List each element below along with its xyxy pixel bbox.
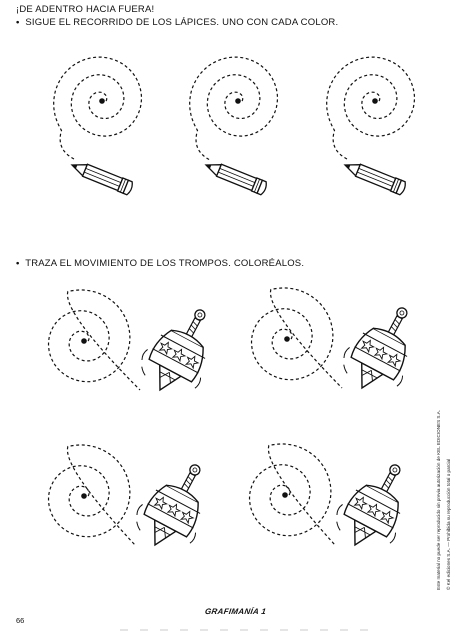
bullet: • bbox=[16, 17, 20, 28]
pencil-icon bbox=[202, 157, 269, 197]
dotted-spiral-icon bbox=[248, 443, 336, 546]
brand-logo: GRAFIMANÍA 1 bbox=[204, 607, 267, 616]
bullet: • bbox=[16, 258, 20, 269]
pencil-exercise-1 bbox=[53, 56, 143, 197]
dotted-spiral-icon bbox=[47, 444, 136, 546]
instruction-pencils: • SIGUE EL RECORRIDO DE LOS LÁPICES. UNO… bbox=[16, 17, 338, 28]
instruction-tops: • TRAZA EL MOVIMIENTO DE LOS TROMPOS. CO… bbox=[16, 258, 304, 269]
dotted-spiral-icon bbox=[47, 289, 141, 391]
spiral-start-dot bbox=[282, 492, 288, 498]
dotted-spiral-icon bbox=[326, 56, 416, 161]
dotted-spiral-icon bbox=[250, 287, 343, 389]
top-exercise-3 bbox=[47, 444, 226, 561]
spinning-top-icon bbox=[131, 295, 231, 406]
instruction-heading: ¡DE ADENTRO HACIA FUERA! bbox=[16, 4, 154, 15]
spinning-top-icon bbox=[326, 450, 426, 561]
spiral-start-dot bbox=[81, 338, 87, 344]
legal-note-2: © Kel ediciones S.A. — Prohibida su repr… bbox=[446, 458, 451, 590]
dotted-spiral-icon bbox=[189, 56, 279, 161]
instruction-line-2: SIGUE EL RECORRIDO DE LOS LÁPICES. UNO C… bbox=[25, 17, 339, 28]
page-number: 66 bbox=[16, 616, 25, 625]
spiral-start-dot bbox=[284, 336, 290, 342]
legal-note: Este material no puede ser reproducido s… bbox=[436, 409, 441, 590]
pencil-exercise-2 bbox=[189, 56, 279, 197]
top-exercise-4 bbox=[248, 443, 426, 561]
spiral-start-dot bbox=[99, 98, 105, 104]
spinning-top-icon bbox=[333, 293, 433, 404]
top-exercise-2 bbox=[250, 287, 433, 404]
instruction-line-1: ¡DE ADENTRO HACIA FUERA! bbox=[16, 4, 155, 15]
spiral-start-dot bbox=[372, 98, 378, 104]
pencil-exercise-3 bbox=[326, 56, 416, 197]
top-exercise-1 bbox=[47, 289, 231, 406]
spiral-start-dot bbox=[81, 493, 87, 499]
instruction-line-3: TRAZA EL MOVIMIENTO DE LOS TROMPOS. COLO… bbox=[25, 258, 305, 269]
pencil-icon bbox=[68, 157, 135, 197]
spinning-top-icon bbox=[126, 450, 226, 561]
dotted-spiral-icon bbox=[53, 56, 143, 161]
pencil-icon bbox=[341, 157, 408, 197]
spiral-start-dot bbox=[235, 98, 241, 104]
